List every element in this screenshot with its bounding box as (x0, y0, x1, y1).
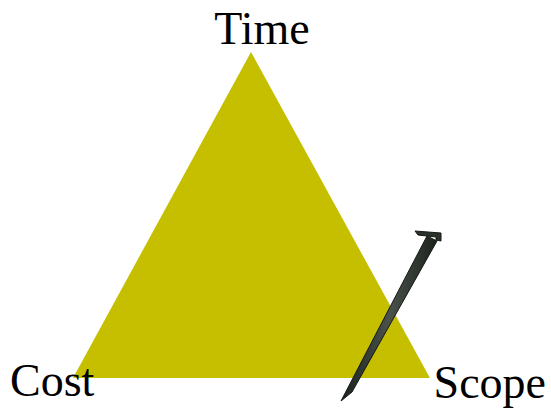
corner-label: Time (214, 6, 309, 52)
corner-label: Scope (434, 360, 546, 406)
corner-label: Cost (10, 358, 94, 404)
tent-stake (341, 231, 441, 401)
constraint-triangle (73, 52, 430, 378)
